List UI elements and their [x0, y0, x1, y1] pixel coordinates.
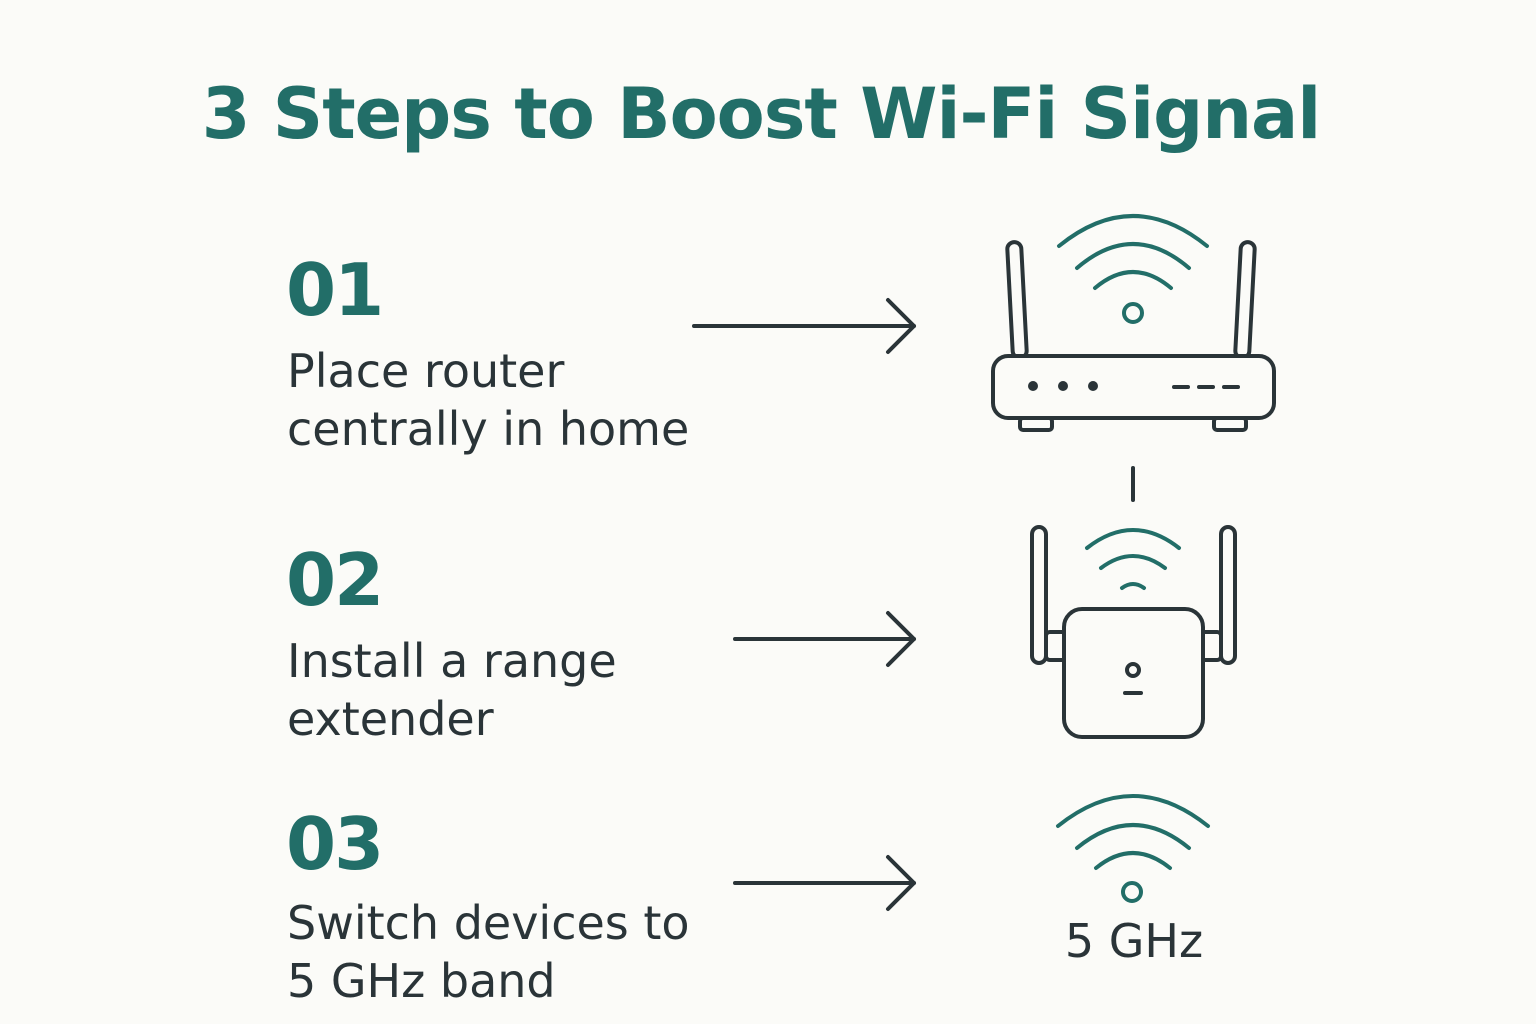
step-3-number: 03	[286, 802, 384, 886]
range-extender-icon	[1030, 525, 1237, 739]
step-1-line-1: Place router	[287, 344, 565, 398]
arrow-right-icon	[692, 298, 916, 354]
step-1-number: 01	[286, 248, 384, 332]
step-3-line-2: 5 GHz band	[287, 954, 556, 1008]
step-3-description: Switch devices to 5 GHz band	[287, 894, 690, 1010]
step-1-line-2: centrally in home	[287, 402, 690, 456]
wifi-icon	[1056, 794, 1210, 903]
page-title: 3 Steps to Boost Wi-Fi Signal	[201, 73, 1322, 155]
step-2-line-1: Install a range	[287, 634, 617, 688]
arrow-right-icon	[733, 855, 916, 911]
step-2-description: Install a range extender	[287, 632, 617, 748]
arrow-right-icon	[733, 611, 916, 667]
step-2-line-2: extender	[287, 692, 494, 746]
band-label: 5 GHz	[1064, 914, 1204, 968]
router-icon	[991, 214, 1276, 432]
step-2-number: 02	[286, 538, 384, 622]
step-3-line-1: Switch devices to	[287, 896, 690, 950]
step-1-description: Place router centrally in home	[287, 342, 689, 458]
